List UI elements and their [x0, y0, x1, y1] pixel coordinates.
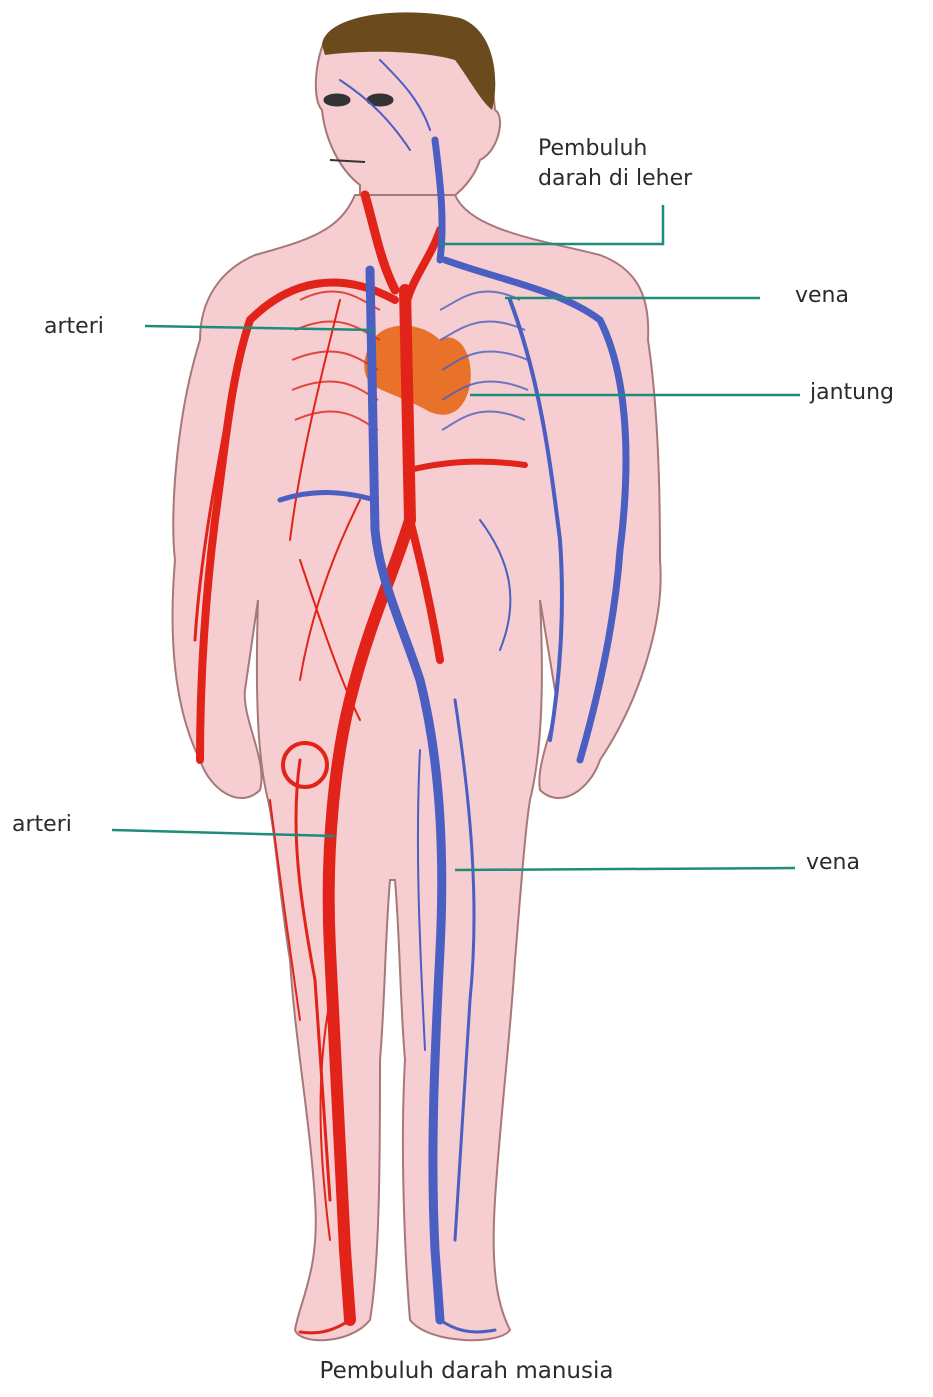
label-vena-upper: vena	[795, 281, 849, 311]
label-arteri-lower: arteri	[12, 810, 72, 840]
label-neck-vessel-line2: darah di leher	[538, 164, 692, 194]
label-vena-lower: vena	[806, 848, 860, 878]
label-neck-vessel-line1: Pembuluh	[538, 134, 692, 164]
figure-caption: Pembuluh darah manusia	[0, 1358, 933, 1384]
label-jantung: jantung	[810, 378, 894, 408]
label-arteri-upper: arteri	[44, 312, 104, 342]
label-neck-vessel: Pembuluh darah di leher	[538, 134, 692, 194]
